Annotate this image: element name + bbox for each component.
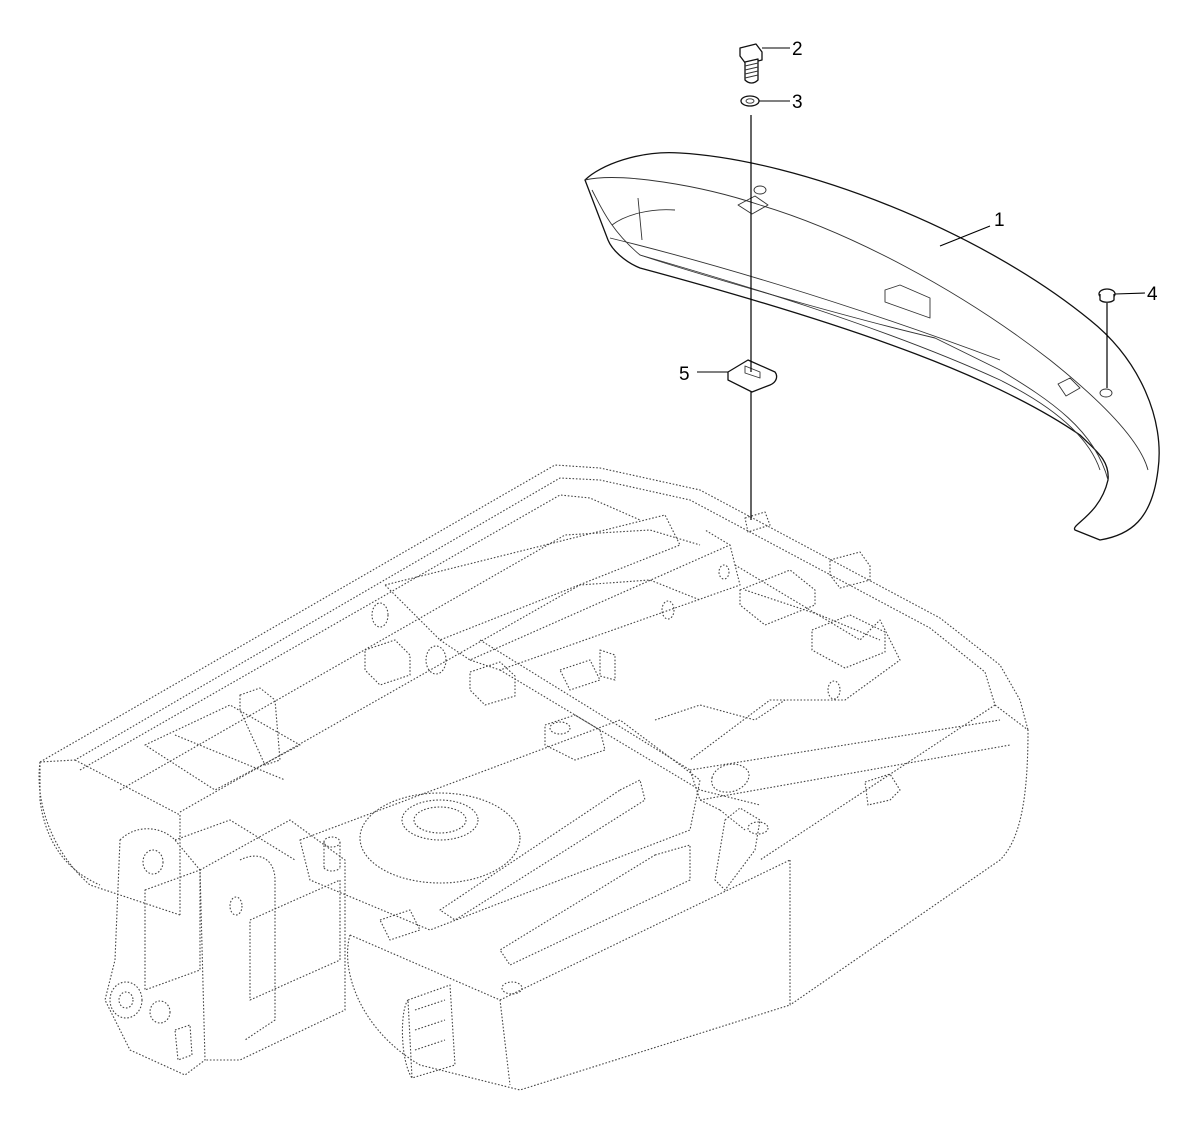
callout-2: 2 [792, 39, 803, 60]
callout-3: 3 [792, 92, 803, 113]
plug [1098, 288, 1116, 303]
washer [740, 95, 760, 107]
callout-1: 1 [994, 210, 1005, 231]
callout-4-leader [1114, 292, 1146, 295]
counterweight [584, 151, 1160, 541]
bolt [739, 43, 763, 84]
shim-plate [727, 359, 778, 393]
assembly-axis-lines [750, 115, 1108, 520]
upper-frame-structure [38, 464, 1029, 1091]
callout-4: 4 [1147, 284, 1158, 305]
callout-5: 5 [679, 364, 690, 385]
callouts: 1 2 3 4 5 [679, 39, 1158, 385]
callout-1-leader [939, 225, 991, 247]
